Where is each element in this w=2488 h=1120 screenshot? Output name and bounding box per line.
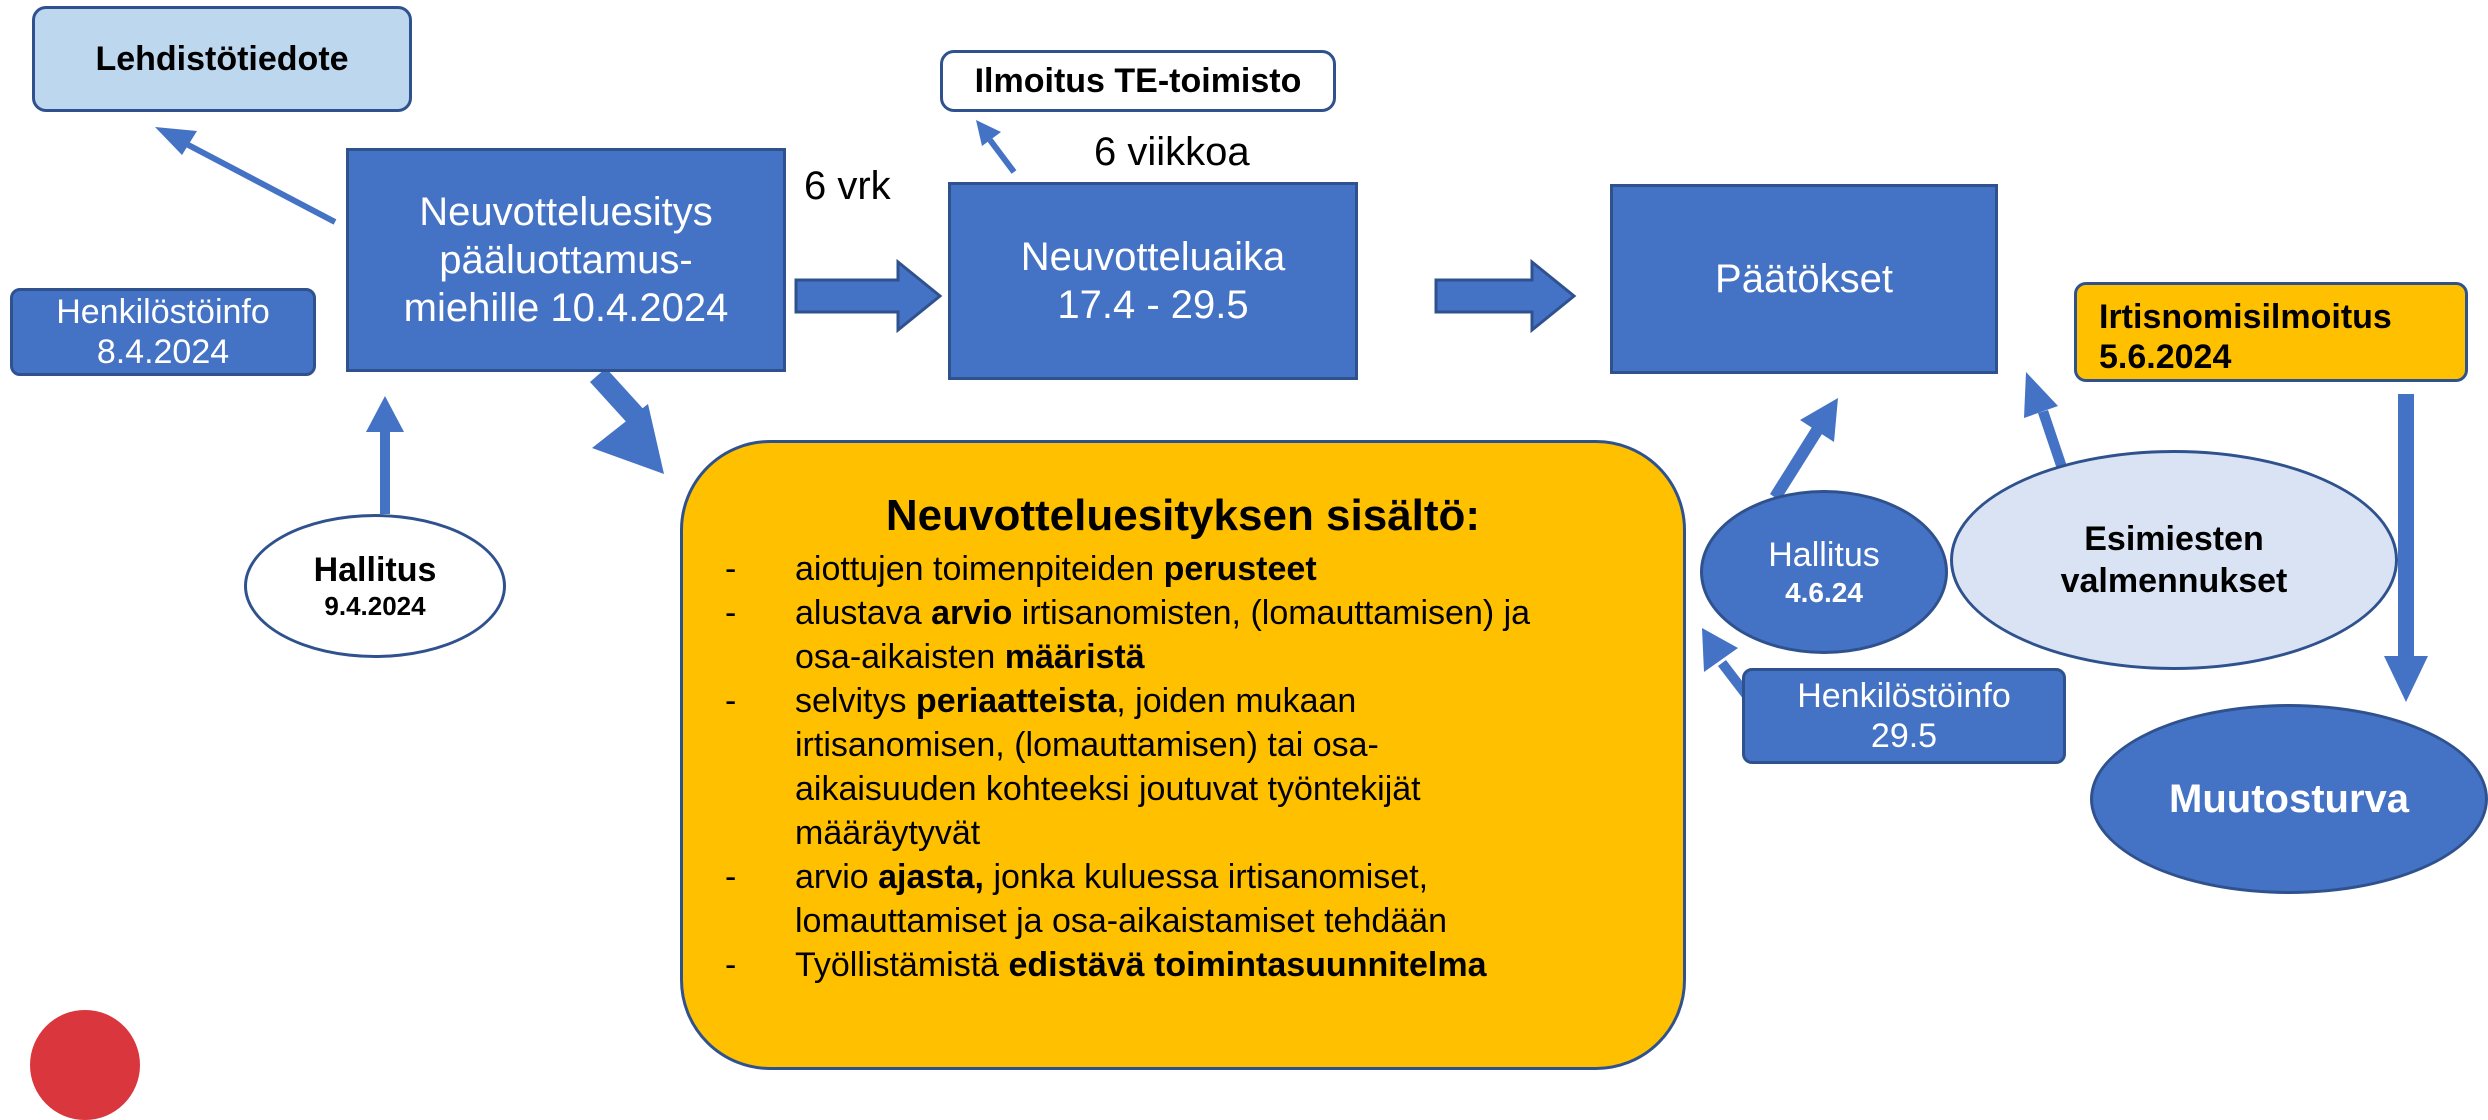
content-item: - alustava arvio irtisanomisten, (lomaut… — [725, 594, 1531, 676]
arrow-negotiation-to-decisions — [1434, 258, 1577, 334]
dismissal-notice-date: 5.6.2024 — [2099, 338, 2232, 376]
content-item: - arvio ajasta, jonka kuluessa irtisanom… — [725, 858, 1447, 940]
negotiation-title: Neuvotteluaika — [1020, 235, 1286, 279]
board-2-title: Hallitus — [1768, 536, 1880, 574]
decisions-box: Päätökset — [1610, 184, 1998, 374]
arrow-to-te-notice — [976, 120, 1017, 174]
content-item: - Työllistämistä edistävä toimintasuunni… — [725, 946, 1487, 984]
coaching-line-1: Esimiesten — [2084, 520, 2264, 558]
content-list: - aiottujen toimenpiteiden perusteet - a… — [683, 547, 1683, 987]
proposal-box: Neuvotteluesitys pääluottamus- miehille … — [346, 148, 786, 372]
board-ellipse-2: Hallitus 4.6.24 — [1700, 490, 1948, 654]
proposal-content-box: Neuvotteluesityksen sisältö: - aiottujen… — [680, 440, 1686, 1070]
arrow-proposal-to-content — [590, 368, 664, 474]
six-days-label: 6 vrk — [804, 164, 891, 208]
staff-info-2-date: 29.5 — [1870, 717, 1938, 755]
staff-info-box-1: Henkilöstöinfo 8.4.2024 — [10, 288, 316, 376]
content-item: - aiottujen toimenpiteiden perusteet — [725, 550, 1317, 588]
staff-info-1-title: Henkilöstöinfo — [56, 293, 270, 331]
staff-info-1-date: 8.4.2024 — [96, 333, 230, 371]
proposal-line-1: Neuvotteluesitys — [419, 190, 713, 234]
press-release-label: Lehdistötiedote — [95, 39, 349, 78]
proposal-line-2: pääluottamus- — [439, 238, 693, 282]
connector-arrows — [155, 120, 2428, 702]
arrow-to-press-release — [155, 127, 337, 225]
board-1-date: 9.4.2024 — [324, 591, 426, 621]
staff-info-2-title: Henkilöstöinfo — [1797, 677, 2011, 715]
negotiation-period-box: Neuvotteluaika 17.4 - 29.5 — [948, 182, 1358, 380]
arrow-notice-to-change-security — [2384, 394, 2428, 702]
staff-info-box-2: Henkilöstöinfo 29.5 — [1742, 668, 2066, 764]
content-title: Neuvotteluesityksen sisältö: — [885, 491, 1481, 540]
change-security-label: Muutosturva — [2169, 776, 2409, 821]
te-notice-box: Ilmoitus TE-toimisto — [940, 50, 1336, 112]
six-weeks-label: 6 viikkoa — [1094, 130, 1250, 174]
dismissal-notice-box: Irtisnomisilmoitus 5.6.2024 — [2074, 282, 2468, 382]
negotiation-dates: 17.4 - 29.5 — [1057, 283, 1249, 327]
dismissal-notice-title: Irtisnomisilmoitus — [2099, 298, 2392, 336]
coaching-ellipse: Esimiesten valmennukset — [1950, 450, 2398, 670]
board-1-title: Hallitus — [313, 551, 437, 589]
logo-circle — [30, 1010, 140, 1120]
arrow-board-to-proposal — [366, 396, 404, 514]
change-security-ellipse: Muutosturva — [2090, 704, 2488, 894]
coaching-line-2: valmennukset — [2060, 562, 2288, 600]
board-2-date: 4.6.24 — [1785, 577, 1863, 608]
board-ellipse-1: Hallitus 9.4.2024 — [244, 514, 506, 658]
decisions-label: Päätökset — [1715, 257, 1893, 301]
arrow-board2-to-decisions — [1770, 398, 1838, 501]
press-release-box: Lehdistötiedote — [32, 6, 412, 112]
te-notice-label: Ilmoitus TE-toimisto — [974, 61, 1302, 100]
content-item: - selvitys periaatteista, joiden mukaan … — [725, 682, 1421, 852]
proposal-line-3: miehille 10.4.2024 — [403, 286, 729, 330]
arrow-proposal-to-negotiation — [794, 258, 943, 334]
